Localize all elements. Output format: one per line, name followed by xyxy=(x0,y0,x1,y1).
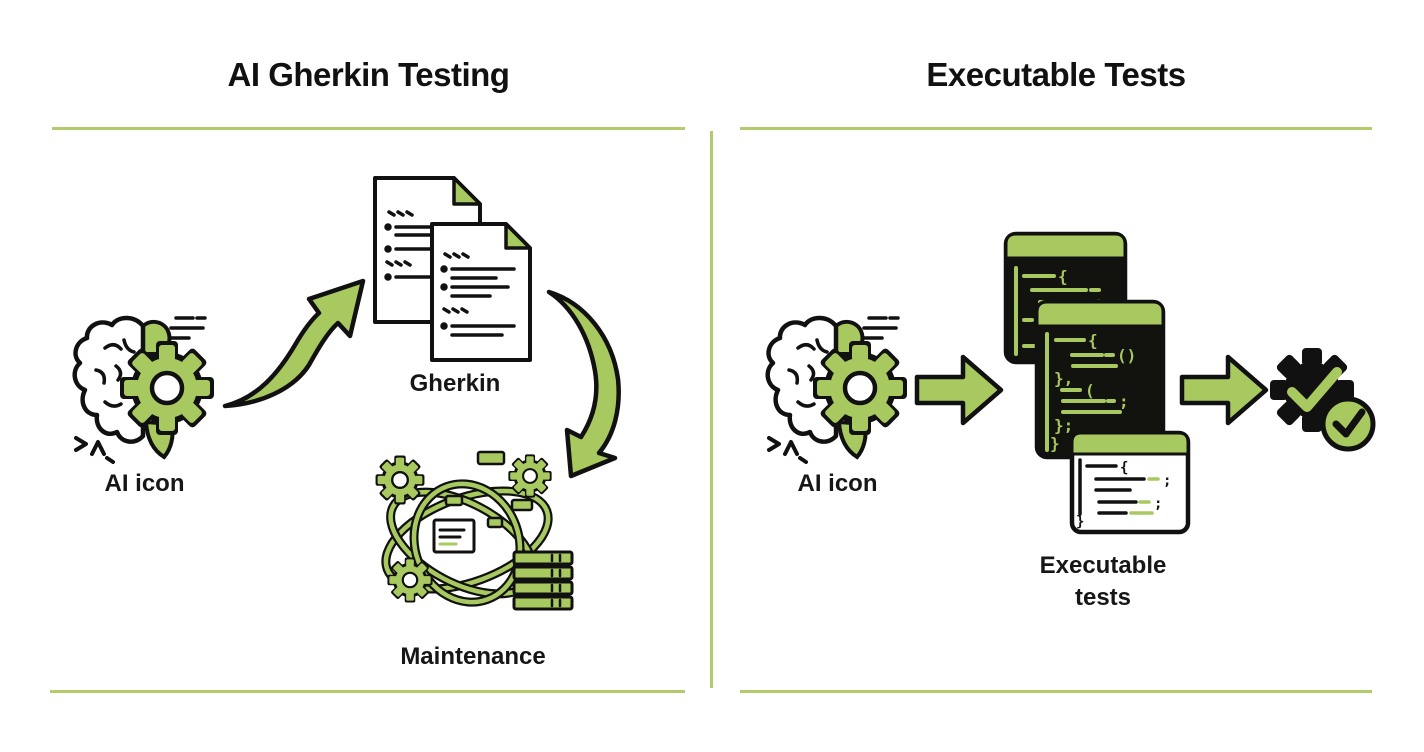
code-glyph: ; xyxy=(1163,473,1171,489)
brain-gear-icon xyxy=(72,315,217,464)
brain-gear-icon xyxy=(765,315,910,464)
right-panel-title: Executable Tests xyxy=(926,56,1186,93)
code-glyph: { xyxy=(1088,331,1098,350)
code-glyph: { xyxy=(1120,460,1128,476)
brain-left-half xyxy=(72,315,146,444)
code-window-front: { ; ; } xyxy=(1069,430,1191,535)
brain-left-half xyxy=(765,315,839,444)
left-footer-rule xyxy=(50,690,685,693)
brain-folds xyxy=(787,338,829,408)
signal-dashes-icon xyxy=(858,316,900,340)
front-document xyxy=(430,222,532,362)
tangled-gears-icon xyxy=(374,450,574,611)
gear-check-icon xyxy=(1270,348,1376,452)
gear-icon xyxy=(374,454,426,506)
code-glyph: }; xyxy=(1054,416,1073,435)
code-caret-icon xyxy=(74,436,115,464)
documents-icon xyxy=(373,176,532,362)
code-glyph: ; xyxy=(1154,496,1162,512)
debris-blocks xyxy=(444,450,534,529)
right-ai-icon-label: AI icon xyxy=(797,470,878,497)
right-block-arrow-icon xyxy=(1179,354,1269,426)
gear-icon xyxy=(813,341,907,435)
panel-divider xyxy=(710,131,713,688)
right-block-arrow-icon xyxy=(914,354,1004,426)
code-glyph: } xyxy=(1050,434,1060,453)
code-glyph: { xyxy=(1058,267,1068,286)
right-footer-rule xyxy=(740,690,1372,693)
code-window-middle: { () }, ( ; }; } xyxy=(1034,299,1166,460)
curved-arrow-down-icon xyxy=(546,289,621,479)
server-stack-icon xyxy=(512,550,574,611)
gear-icon xyxy=(386,556,434,604)
right-header-rule xyxy=(740,127,1372,130)
brain-folds xyxy=(94,338,136,408)
code-windows-icon: { ; { () }, ( ; }; } xyxy=(1003,231,1191,535)
left-panel-title: AI Gherkin Testing xyxy=(227,56,510,93)
code-glyph: ( xyxy=(1085,381,1095,400)
code-caret-icon xyxy=(767,436,808,464)
gear-checkmark xyxy=(1287,367,1342,412)
code-glyph: ; xyxy=(1119,392,1129,411)
left-ai-icon-label: AI icon xyxy=(104,470,185,497)
curved-arrow-up-icon xyxy=(222,278,366,409)
maintenance-label: Maintenance xyxy=(400,643,546,670)
gear-icon xyxy=(120,341,214,435)
note-card xyxy=(432,518,476,554)
gear-icon xyxy=(507,453,553,499)
code-glyph: } xyxy=(1076,514,1084,530)
executable-tests-label: Executable tests xyxy=(1039,552,1167,612)
check-circle-icon xyxy=(1320,396,1376,452)
gherkin-label: Gherkin xyxy=(409,370,501,397)
left-header-rule xyxy=(52,127,685,130)
signal-dashes-icon xyxy=(165,316,207,340)
code-glyph: }, xyxy=(1054,369,1073,388)
code-glyph: () xyxy=(1117,346,1136,365)
